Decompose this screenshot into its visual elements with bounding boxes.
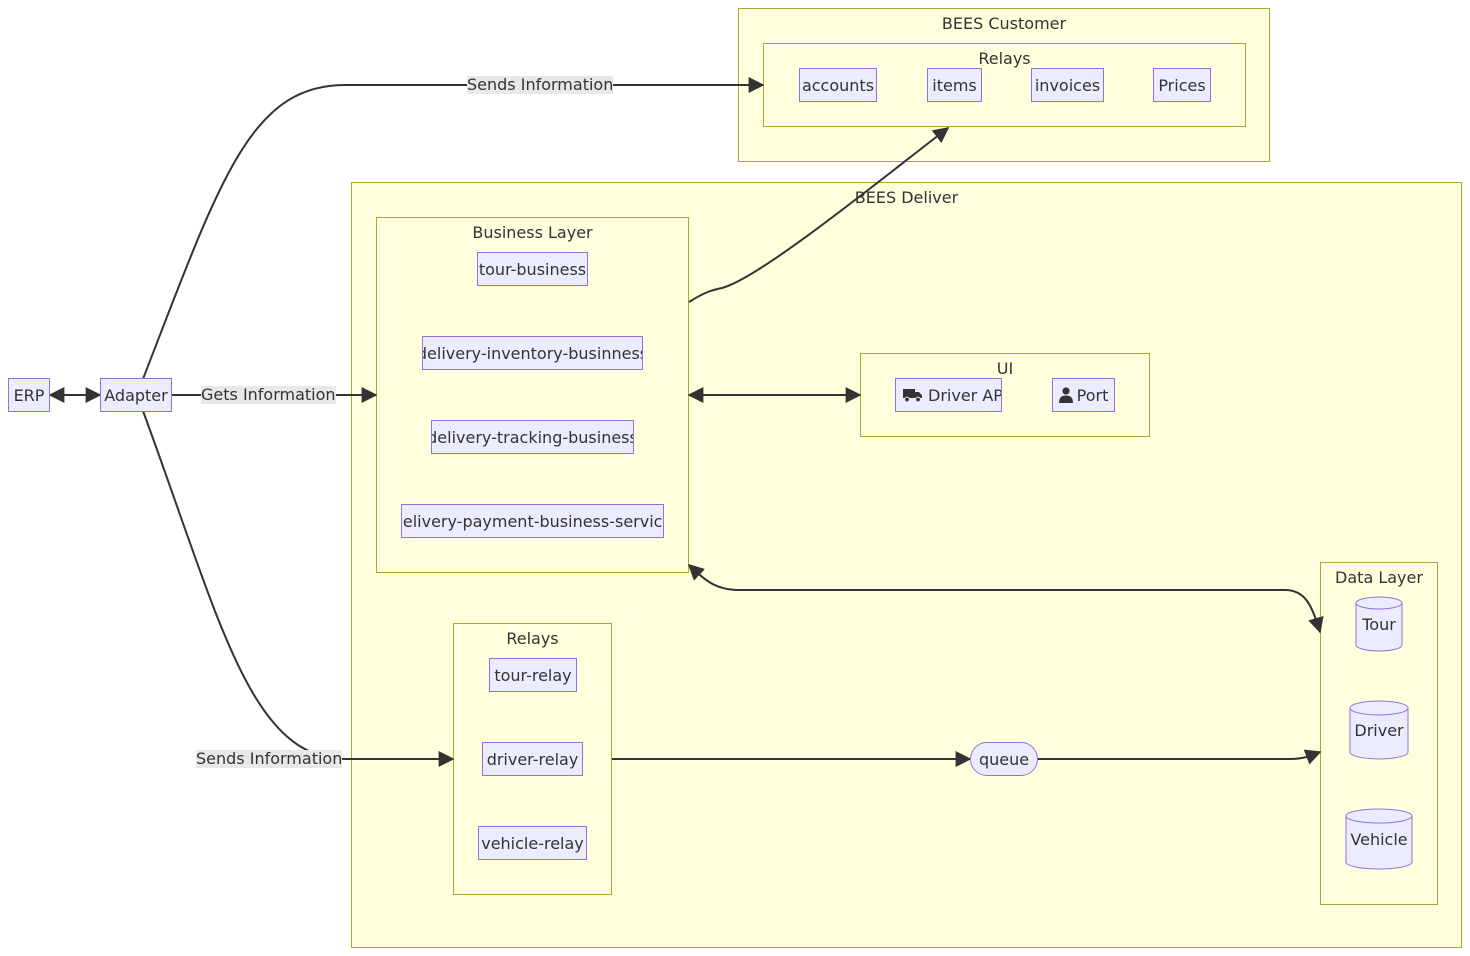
- edge-adapter-customer-relays: [142, 77, 765, 380]
- node-delivery-payment[interactable]: delivery-payment-business-service: [401, 504, 664, 538]
- cluster-title-business-layer: Business Layer: [472, 223, 593, 242]
- driver-app-label: Driver APP: [928, 385, 1002, 405]
- cluster-title-customer-relays: Relays: [978, 49, 1031, 68]
- node-delivery-inventory[interactable]: delivery-inventory-businness: [422, 336, 643, 370]
- node-erp[interactable]: ERP: [8, 378, 50, 412]
- cluster-title-data-layer: Data Layer: [1335, 568, 1423, 587]
- edge-label-adapter-to-relays: Sends Information: [196, 749, 343, 768]
- edge-label-adapter-to-business: Gets Information: [201, 385, 336, 404]
- database-cylinder-icon: [1345, 808, 1413, 870]
- node-tour-relay[interactable]: tour-relay: [489, 658, 577, 692]
- node-port[interactable]: Port: [1052, 378, 1115, 412]
- db-tour[interactable]: Tour: [1355, 596, 1403, 652]
- edge-adapter-deliver-relays: [142, 410, 455, 767]
- node-invoices[interactable]: invoices: [1031, 68, 1104, 102]
- node-delivery-tracking[interactable]: delivery-tracking-business: [431, 420, 634, 454]
- node-accounts[interactable]: accounts: [799, 68, 877, 102]
- node-driver-relay[interactable]: driver-relay: [482, 742, 583, 776]
- edge-business-customer-relays: [688, 127, 950, 303]
- database-cylinder-icon: [1355, 596, 1403, 652]
- node-driver-app[interactable]: Driver APP: [895, 378, 1002, 412]
- edge-queue-data-layer: [1038, 749, 1322, 765]
- cluster-title-ui: UI: [996, 359, 1014, 378]
- cluster-title-bees-customer: BEES Customer: [941, 14, 1067, 33]
- edge-business-data-layer: [687, 563, 1324, 634]
- db-driver-label: Driver: [1354, 721, 1404, 740]
- node-vehicle-relay[interactable]: vehicle-relay: [478, 826, 587, 860]
- cluster-title-bees-deliver: BEES Deliver: [854, 188, 959, 207]
- db-tour-label: Tour: [1362, 615, 1396, 634]
- node-tour-business[interactable]: tour-business: [477, 252, 588, 286]
- node-prices[interactable]: Prices: [1153, 68, 1211, 102]
- node-items[interactable]: items: [927, 68, 982, 102]
- edge-label-adapter-to-customer: Sends Information: [467, 75, 614, 94]
- cluster-title-deliver-relays: Relays: [506, 629, 559, 648]
- db-driver[interactable]: Driver: [1349, 700, 1409, 760]
- db-vehicle-label: Vehicle: [1350, 830, 1408, 849]
- truck-icon: [903, 387, 923, 403]
- user-icon: [1058, 387, 1073, 403]
- node-queue[interactable]: queue: [970, 742, 1038, 776]
- port-label: Port: [1076, 385, 1109, 405]
- database-cylinder-icon: [1349, 700, 1409, 760]
- node-adapter[interactable]: Adapter: [100, 378, 172, 412]
- db-vehicle[interactable]: Vehicle: [1345, 808, 1413, 870]
